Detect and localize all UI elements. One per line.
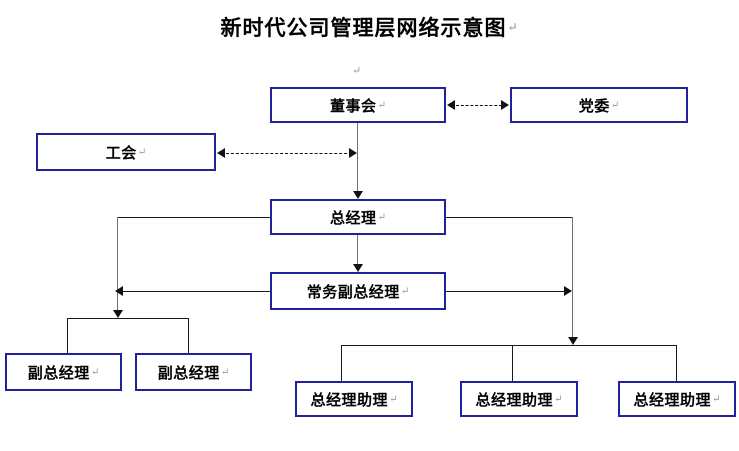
paragraph-mark-icon: ↵ xyxy=(377,211,386,223)
node-deputy-general-manager-2[interactable]: 副总经理↵ xyxy=(135,353,252,391)
paragraph-mark-icon: ↵ xyxy=(352,64,362,77)
node-general-manager[interactable]: 总经理↵ xyxy=(270,199,446,235)
paragraph-mark-icon: ↵ xyxy=(137,146,147,158)
paragraph-mark-icon: ↵ xyxy=(610,99,620,111)
edge-gm-right-branch xyxy=(445,217,573,218)
node-executive-deputy-general-manager[interactable]: 常务副总经理↵ xyxy=(270,272,446,310)
edge-deputy-drop-1 xyxy=(67,318,68,354)
edge-board-party xyxy=(456,105,502,106)
paragraph-mark-icon: ↵ xyxy=(220,366,230,378)
edge-execdeputy-left xyxy=(123,291,271,292)
edge-gm-execdeputy xyxy=(357,235,358,267)
node-gm-assistant-3[interactable]: 总经理助理↵ xyxy=(618,381,736,417)
node-label: 总经理助理 xyxy=(633,390,712,409)
edge-left-trunk xyxy=(117,217,118,313)
arrow-left-icon xyxy=(217,148,225,158)
node-deputy-general-manager-1[interactable]: 副总经理↵ xyxy=(5,353,122,391)
paragraph-mark-icon: ↵ xyxy=(554,393,563,405)
page-title: 新时代公司管理层网络示意图↵ xyxy=(0,12,739,42)
node-gm-assistant-2[interactable]: 总经理助理↵ xyxy=(460,381,578,417)
node-label: 总经理助理 xyxy=(310,390,389,409)
edge-right-trunk xyxy=(572,217,573,339)
page-title-text: 新时代公司管理层网络示意图 xyxy=(220,15,507,40)
node-party-committee[interactable]: 党委↵ xyxy=(510,87,688,123)
paragraph-mark-icon: ↵ xyxy=(712,393,721,405)
node-label: 常务副总经理 xyxy=(306,282,400,301)
arrow-down-icon xyxy=(353,264,363,272)
node-labor-union[interactable]: 工会↵ xyxy=(36,133,216,171)
edge-deputy-bar xyxy=(67,318,189,319)
edge-assistant-bar xyxy=(341,345,676,346)
edge-assistant-drop-3 xyxy=(676,345,677,382)
paragraph-mark-icon: ↵ xyxy=(507,20,519,34)
node-label: 总经理助理 xyxy=(475,390,554,409)
arrow-down-icon xyxy=(113,310,123,318)
paragraph-mark-icon: ↵ xyxy=(90,366,100,378)
edge-board-gm xyxy=(357,123,358,193)
paragraph-mark-icon: ↵ xyxy=(400,285,410,297)
arrow-left-icon xyxy=(447,100,455,110)
node-label: 党委 xyxy=(578,96,610,115)
arrow-left-icon xyxy=(115,286,123,296)
node-gm-assistant-1[interactable]: 总经理助理↵ xyxy=(295,381,413,417)
paragraph-mark-icon: ↵ xyxy=(389,393,398,405)
node-label: 副总经理 xyxy=(27,363,90,382)
arrow-down-icon xyxy=(568,337,578,345)
edge-union-trunk xyxy=(226,153,352,154)
arrow-right-icon xyxy=(564,286,572,296)
node-label: 董事会 xyxy=(330,96,377,115)
arrow-down-icon xyxy=(353,191,363,199)
node-label: 副总经理 xyxy=(157,363,220,382)
arrow-right-icon xyxy=(501,100,509,110)
node-label: 工会 xyxy=(105,143,137,162)
node-board-of-directors[interactable]: 董事会↵ xyxy=(270,87,446,123)
edge-gm-left-branch xyxy=(117,217,271,218)
arrow-right-icon xyxy=(349,148,357,158)
node-label: 总经理 xyxy=(330,208,377,227)
paragraph-mark-icon: ↵ xyxy=(377,99,386,111)
edge-deputy-drop-2 xyxy=(188,318,189,354)
edge-assistant-drop-2 xyxy=(512,345,513,382)
edge-execdeputy-right xyxy=(446,291,564,292)
edge-assistant-drop-1 xyxy=(341,345,342,382)
